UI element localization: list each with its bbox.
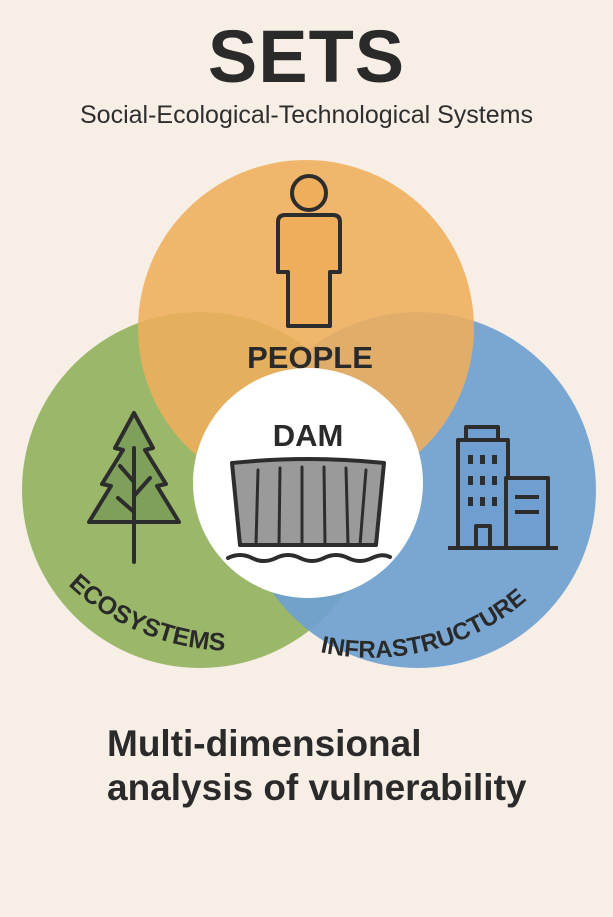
page-title: SETS xyxy=(207,15,406,98)
buildings-icon xyxy=(448,425,558,550)
tree-icon xyxy=(87,411,181,564)
dam-label: DAM xyxy=(273,418,344,453)
caption: Multi-dimensional analysis of vulnerabil… xyxy=(107,722,526,811)
sets-venn-diagram: PEOPLE DAM ECOSYSTEMS INFRASTRUCTURE xyxy=(22,160,596,668)
person-icon xyxy=(276,174,342,328)
dam-icon xyxy=(226,457,392,563)
people-label: PEOPLE xyxy=(247,340,373,375)
page-subtitle: Social-Ecological-Technological Systems xyxy=(80,101,533,129)
caption-line-1: Multi-dimensional xyxy=(107,723,422,764)
caption-line-2: analysis of vulnerability xyxy=(107,767,527,809)
